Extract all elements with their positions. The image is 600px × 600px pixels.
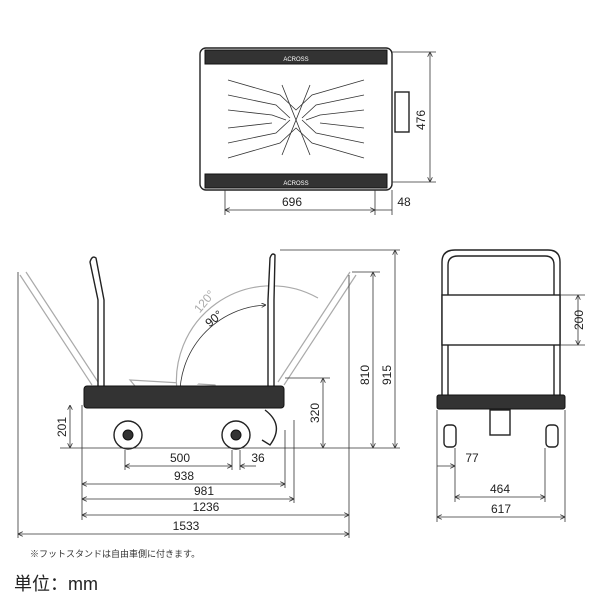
- dim-464: 464: [490, 482, 510, 496]
- dim-1533: 1533: [173, 519, 200, 533]
- deck-pattern: [227, 79, 365, 159]
- logo: ACROSS: [283, 181, 308, 187]
- dim-48: 48: [397, 195, 411, 209]
- dim-915: 915: [380, 365, 394, 385]
- footnote: ※フットスタンドは自由車側に付きます。: [30, 549, 201, 559]
- foot-stand: [394, 91, 410, 133]
- handle-panel: [441, 294, 561, 346]
- deck-front: [436, 394, 566, 410]
- handle-tilted-right: [277, 271, 357, 386]
- dim-938: 938: [174, 469, 194, 483]
- dim-500: 500: [170, 451, 190, 465]
- foot-stand: [489, 409, 511, 436]
- dim-810: 810: [358, 365, 372, 385]
- foot-stand: [261, 409, 278, 446]
- dim-696: 696: [282, 195, 302, 209]
- dim-36: 36: [251, 451, 265, 465]
- top-view: ACROSS ACROSS 476 696 48: [199, 47, 436, 215]
- handle-bar-bottom: [204, 173, 388, 189]
- dim-1236: 1236: [193, 500, 220, 514]
- rotation-arc-90: [179, 305, 266, 401]
- caster-left: [443, 424, 457, 448]
- handle-left: [89, 256, 105, 391]
- dim-200: 200: [572, 310, 586, 330]
- dim-981: 981: [194, 484, 214, 498]
- handle-right: [267, 253, 276, 391]
- front-view: 200 77 464 617: [436, 249, 586, 522]
- unit-label: 単位：mm: [14, 574, 98, 594]
- handle-bar-top: [204, 49, 388, 65]
- dim-320: 320: [308, 403, 322, 423]
- side-view: 120° 90° 201 320 810 915 500 36 938 981: [17, 249, 400, 538]
- rotation-arc-120: [175, 285, 319, 399]
- dim-617: 617: [491, 502, 511, 516]
- handle-tilted-left: [19, 271, 99, 386]
- caster-right: [545, 424, 559, 448]
- deck-side: [83, 385, 285, 409]
- dim-476: 476: [414, 110, 428, 130]
- dim-77: 77: [465, 451, 479, 465]
- dim-201: 201: [55, 417, 69, 437]
- logo: ACROSS: [283, 57, 308, 63]
